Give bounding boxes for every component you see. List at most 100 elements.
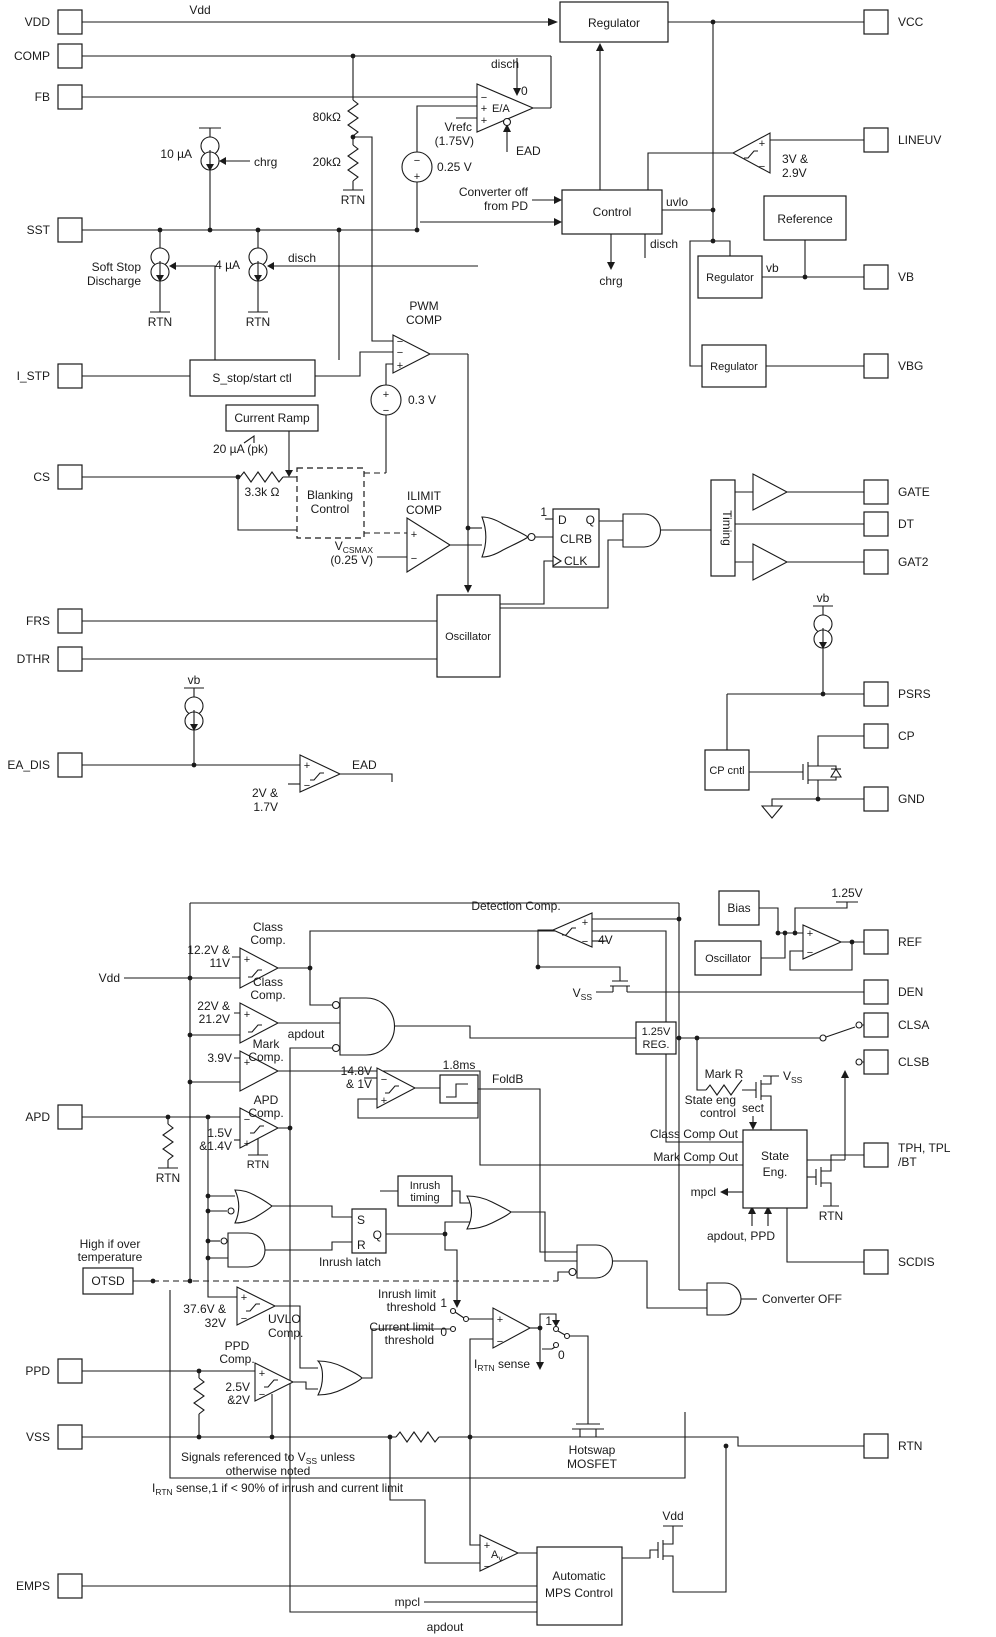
av-amplifier: + − Av (479, 1534, 520, 1573)
svg-text:−: − (397, 347, 403, 359)
svg-text:&2V: &2V (227, 1393, 250, 1407)
svg-text:CLSA: CLSA (898, 1018, 929, 1032)
soft-stop-discharge-source: Soft Stop Discharge RTN (87, 247, 172, 329)
ref-buffer-amp: 1.25V + − (802, 886, 863, 960)
svg-text:4V: 4V (598, 933, 613, 947)
ppd-uvlo-or-gate (316, 1360, 363, 1396)
svg-text:Mark R: Mark R (705, 1067, 744, 1081)
svg-text:2.9V: 2.9V (782, 166, 807, 180)
svg-text:14.8V: 14.8V (341, 1064, 372, 1078)
svg-text:control: control (700, 1106, 736, 1120)
svg-text:20kΩ: 20kΩ (313, 155, 341, 169)
svg-text:−: − (414, 155, 420, 167)
svg-text:PWM: PWM (409, 299, 438, 313)
regulator-vbg-block: Regulator (701, 344, 767, 388)
inrush-or-gate (466, 1195, 512, 1230)
svg-text:Automatic: Automatic (552, 1569, 605, 1583)
junction-dots (150, 19, 855, 1449)
svg-text:REF: REF (898, 935, 922, 949)
svg-text:+: + (411, 529, 417, 541)
svg-text:Signals referenced to VSS unle: Signals referenced to VSS unless (181, 1450, 355, 1466)
svg-text:Bias: Bias (727, 901, 750, 915)
pin-clsb: CLSB (863, 1049, 929, 1075)
svg-text:+: + (397, 360, 403, 372)
pwm-comparator: − − + PWM COMP (392, 299, 442, 374)
nand-gate-lower (220, 1232, 266, 1268)
svg-text:CS: CS (33, 470, 50, 484)
svg-text:+: + (304, 760, 310, 772)
svg-text:VCSMAX: VCSMAX (335, 539, 374, 555)
gate-drive-switch: 1 0 (545, 1314, 571, 1362)
svg-text:Blanking: Blanking (307, 488, 353, 502)
svg-text:timing: timing (410, 1192, 439, 1204)
svg-text:OTSD: OTSD (91, 1274, 125, 1288)
svg-text:DT: DT (898, 517, 915, 531)
svg-text:+: + (414, 171, 420, 183)
reg-125-block: 1.25V REG. (635, 1021, 677, 1055)
gnd-symbol (760, 805, 784, 819)
svg-text:High if over: High if over (80, 1237, 141, 1251)
pin-vss: VSS (26, 1424, 83, 1450)
svg-text:CLSB: CLSB (898, 1055, 929, 1069)
svg-text:threshold: threshold (385, 1333, 434, 1347)
foldback-comparator: − + 14.8V & 1V (341, 1064, 417, 1109)
inrush-timing-block: Inrush timing (397, 1175, 453, 1207)
gate-driver-buffer (752, 473, 789, 511)
svg-text:vb: vb (817, 591, 830, 605)
svg-text:Soft Stop: Soft Stop (92, 260, 142, 274)
pwm-flipflop: 1 D Q CLRB CLK (540, 505, 600, 568)
svg-text:Control: Control (593, 205, 632, 219)
pin-den: DEN (863, 979, 923, 1005)
nor-gate-lower (227, 1189, 273, 1224)
pin-tph-tpl-bt: TPH, TPL/BT (863, 1141, 951, 1169)
svg-text:GND: GND (898, 792, 925, 806)
svg-text:+: + (244, 954, 250, 966)
svg-text:+: + (241, 1292, 247, 1304)
svg-text:−: − (397, 336, 403, 348)
svg-text:Regulator: Regulator (710, 361, 758, 373)
svg-text:/BT: /BT (898, 1155, 917, 1169)
pin-lineuv: LINEUV (863, 127, 941, 153)
irtn-note: IRTN sense,1 if < 90% of inrush and curr… (152, 1481, 404, 1497)
current-source-10ua: 10 µA chrg (160, 136, 277, 171)
svg-text:Class: Class (253, 920, 283, 934)
svg-text:80kΩ: 80kΩ (313, 110, 341, 124)
svg-text:mpcl: mpcl (395, 1595, 420, 1609)
svg-text:Class Comp Out: Class Comp Out (650, 1127, 739, 1141)
svg-text:State eng: State eng (685, 1093, 736, 1107)
lineuv-comparator: + − 3V & 2.9V (731, 132, 808, 180)
ilimit-comparator: + − ILIMIT COMP VCSMAX (0.25 V) (330, 489, 452, 573)
vdd-bus-label: Vdd (189, 3, 210, 17)
svg-text:COMP: COMP (14, 49, 50, 63)
svg-text:FoldB: FoldB (492, 1072, 523, 1086)
current-ramp-block: Current Ramp 20 µA (pk) (213, 404, 319, 456)
pin-comp: COMP (14, 43, 83, 69)
svg-text:VSS: VSS (783, 1069, 803, 1085)
svg-text:Av: Av (491, 1549, 503, 1563)
uvlo-comparator: + − 37.6V & 32V UVLO Comp. (183, 1286, 303, 1340)
svg-text:Oscillator: Oscillator (445, 631, 491, 643)
svg-text:37.6V &: 37.6V & (183, 1302, 226, 1316)
svg-text:CP: CP (898, 729, 915, 743)
svg-text:+: + (244, 1057, 250, 1069)
svg-text:S: S (357, 1213, 365, 1227)
hotswap-mosfet: Hotswap MOSFET (567, 1443, 618, 1471)
converter-off-and-gate: Converter OFF (706, 1282, 842, 1316)
svg-text:mpcl: mpcl (691, 1185, 716, 1199)
svg-text:1: 1 (545, 1314, 552, 1328)
pin-rtn: RTN (863, 1433, 922, 1459)
svg-text:MOSFET: MOSFET (567, 1457, 618, 1471)
class-and-gate: apdout (288, 997, 395, 1056)
svg-text:DEN: DEN (898, 985, 923, 999)
svg-text:GATE: GATE (898, 485, 930, 499)
svg-text:REG.: REG. (643, 1039, 670, 1051)
svg-text:ILIMIT: ILIMIT (407, 489, 442, 503)
svg-text:+: + (481, 115, 487, 127)
svg-text:+: + (481, 103, 487, 115)
svg-text:+: + (244, 1138, 250, 1150)
svg-text:Q: Q (586, 513, 595, 527)
class-select-switch (819, 1021, 863, 1066)
ead-comparator: + − EAD 2V & 1.7V (252, 754, 377, 814)
svg-text:COMP: COMP (406, 313, 442, 327)
svg-text:disch: disch (650, 237, 678, 251)
